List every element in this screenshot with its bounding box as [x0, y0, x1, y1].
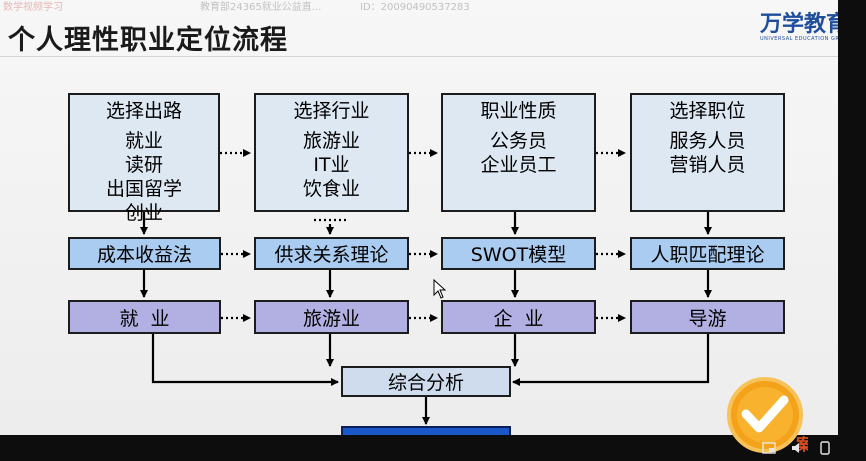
method-box: 人职匹配理论: [630, 237, 785, 270]
mouse-cursor-icon: [433, 279, 447, 299]
stage-heading: 职业性质: [480, 100, 557, 122]
result-box: 旅游业: [254, 300, 409, 334]
result-box: 导游: [630, 300, 785, 334]
picture-in-picture-icon[interactable]: [762, 441, 776, 455]
stage-box-choose-industry: 选择行业 旅游业 IT业 饮食业: [254, 93, 409, 212]
stage-item: 企业员工: [480, 154, 557, 176]
stage-heading: 选择职位: [669, 100, 746, 122]
merge-arrow: [512, 334, 710, 386]
result-label: 导游: [688, 307, 727, 330]
watermark-id: ID：20090490537283: [360, 2, 470, 13]
result-label: 企 业: [493, 307, 544, 330]
result-label: 就 业: [119, 307, 170, 330]
stage-heading: 选择行业: [293, 100, 370, 122]
stage-item: 创业: [124, 202, 163, 224]
player-right-bar: [838, 0, 866, 461]
method-box: 供求关系理论: [254, 237, 409, 270]
merge-arrow: [151, 334, 339, 386]
slide-title: 个人理性职业定位流程: [8, 25, 288, 56]
watermark-left: 数学视频学习: [3, 2, 63, 13]
stage-item: 读研: [124, 154, 163, 176]
volume-icon[interactable]: [790, 441, 804, 455]
stage-box-choose-position: 选择职位 服务人员 营销人员: [630, 93, 785, 212]
result-label: 旅游业: [302, 307, 360, 330]
stage-item: 就业: [124, 130, 163, 152]
logo: 万学教育 UNIVERSAL EDUCATION GROUP: [760, 6, 851, 46]
title-divider: [0, 56, 838, 57]
stage-item: 公务员: [489, 130, 547, 152]
case-badge-icon: 案例: [727, 377, 808, 454]
flow-connectors: [140, 149, 712, 425]
method-box: 成本收益法: [68, 237, 221, 270]
logo-text: 万学教育: [760, 12, 849, 37]
stage-box-job-nature: 职业性质 公务员 企业员工: [441, 93, 596, 212]
result-box: 就 业: [68, 300, 221, 334]
device-icon[interactable]: [818, 441, 832, 455]
stage-item: IT业: [313, 154, 350, 176]
watermark-stream-title: 教育部24365就业公益直...: [200, 2, 322, 13]
synthesis-box: 综合分析: [341, 366, 511, 397]
stage-item: 营销人员: [669, 154, 746, 176]
result-box: 企 业: [441, 300, 596, 334]
stage-box-choose-path: 选择出路 就业 读研 出国留学 创业: [68, 93, 220, 224]
logo-subtext: UNIVERSAL EDUCATION GROUP: [760, 36, 852, 42]
stage-heading: 选择出路: [105, 100, 182, 122]
stage-item: 饮食业: [302, 178, 360, 200]
stage-item: 旅游业: [302, 130, 360, 152]
method-box: SWOT模型: [441, 237, 596, 270]
player-bottom-bar: [0, 435, 838, 461]
stage-item: 出国留学: [105, 178, 182, 200]
stage-item: 服务人员: [669, 130, 746, 152]
